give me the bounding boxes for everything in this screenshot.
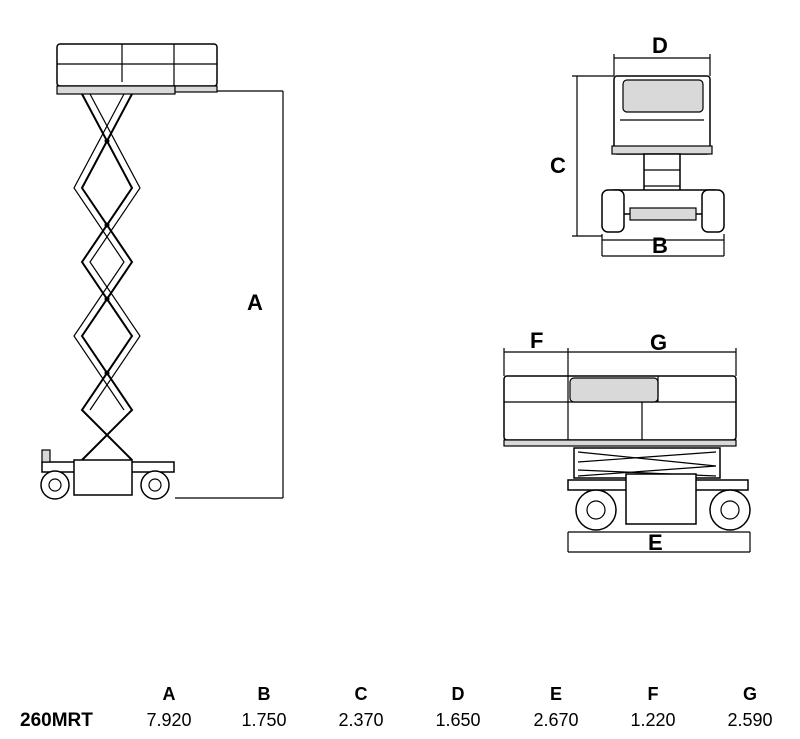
value-a: 7.920 xyxy=(146,710,192,730)
column-header-d: D xyxy=(451,684,465,704)
dim-label-c: C xyxy=(550,153,566,178)
dim-label-e: E xyxy=(648,530,663,555)
column-header-f: F xyxy=(647,684,659,704)
dim-label-a: A xyxy=(247,290,263,315)
front-view: D C B xyxy=(550,33,725,258)
dim-label-f: F xyxy=(530,328,543,353)
column-header-a: A xyxy=(162,684,176,704)
dim-label-d: D xyxy=(652,33,668,58)
value-c: 2.370 xyxy=(338,710,384,730)
column-header-g: G xyxy=(742,684,757,704)
column-header-c: C xyxy=(354,684,368,704)
value-g: 2.590 xyxy=(727,710,773,730)
dimensions-table: A B C D E F G 260MRT 7.920 1.750 2.370 1… xyxy=(0,680,800,736)
dim-label-g: G xyxy=(650,330,667,355)
column-header-e: E xyxy=(549,684,562,704)
column-header-b: B xyxy=(257,684,271,704)
side-view-stowed: F G E xyxy=(503,328,751,555)
model-name: 260MRT xyxy=(20,710,93,731)
value-f: 1.220 xyxy=(630,710,676,730)
table-header-row: A B C D E F G xyxy=(0,684,800,708)
side-view-extended: A xyxy=(40,43,284,500)
value-d: 1.650 xyxy=(435,710,481,730)
value-e: 2.670 xyxy=(533,710,579,730)
table-row: 260MRT 7.920 1.750 2.370 1.650 2.670 1.2… xyxy=(0,710,800,734)
value-b: 1.750 xyxy=(241,710,287,730)
dim-label-b: B xyxy=(652,233,668,258)
scissor-lift-dimension-drawing: A D C B xyxy=(40,33,751,555)
